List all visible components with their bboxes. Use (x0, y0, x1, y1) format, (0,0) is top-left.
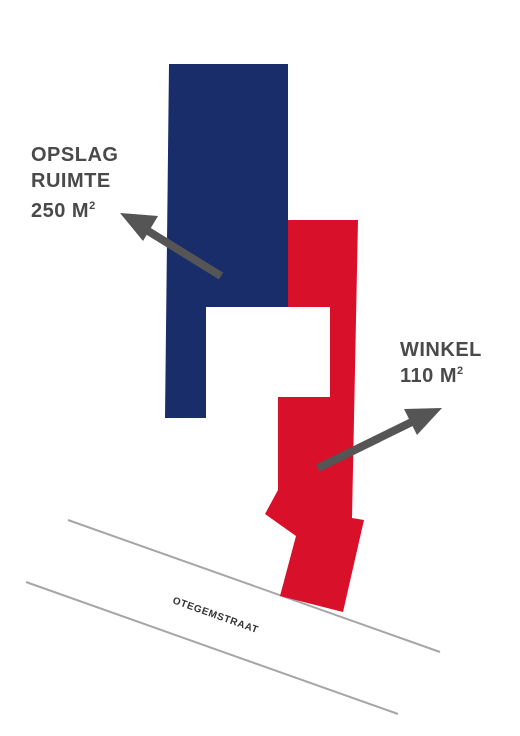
shop-arrow-icon (316, 408, 442, 472)
street-name-label: OTEGEMSTRAAT (171, 595, 260, 636)
shop-area-size: 110 M2 (400, 363, 482, 389)
storage-area (165, 64, 288, 418)
storage-label-line2: RUIMTE (31, 170, 111, 192)
storage-area-exponent: 2 (89, 200, 96, 212)
storage-area-value: 250 M (31, 200, 90, 222)
shop-label-line1: WINKEL (400, 339, 482, 361)
storage-label-line1: OPSLAG (31, 144, 119, 166)
storage-arrow-icon (120, 213, 224, 280)
shop-area (265, 220, 364, 612)
shop-label: WINKEL 110 M2 (400, 337, 482, 389)
shop-area-value: 110 M (400, 365, 457, 387)
shop-area-exponent: 2 (456, 365, 464, 377)
street-edge-upper (67, 519, 441, 653)
storage-area-size: 250 M2 (31, 198, 118, 224)
street-edge-lower (25, 581, 399, 715)
storage-label: OPSLAG RUIMTE 250 M2 (31, 142, 118, 224)
